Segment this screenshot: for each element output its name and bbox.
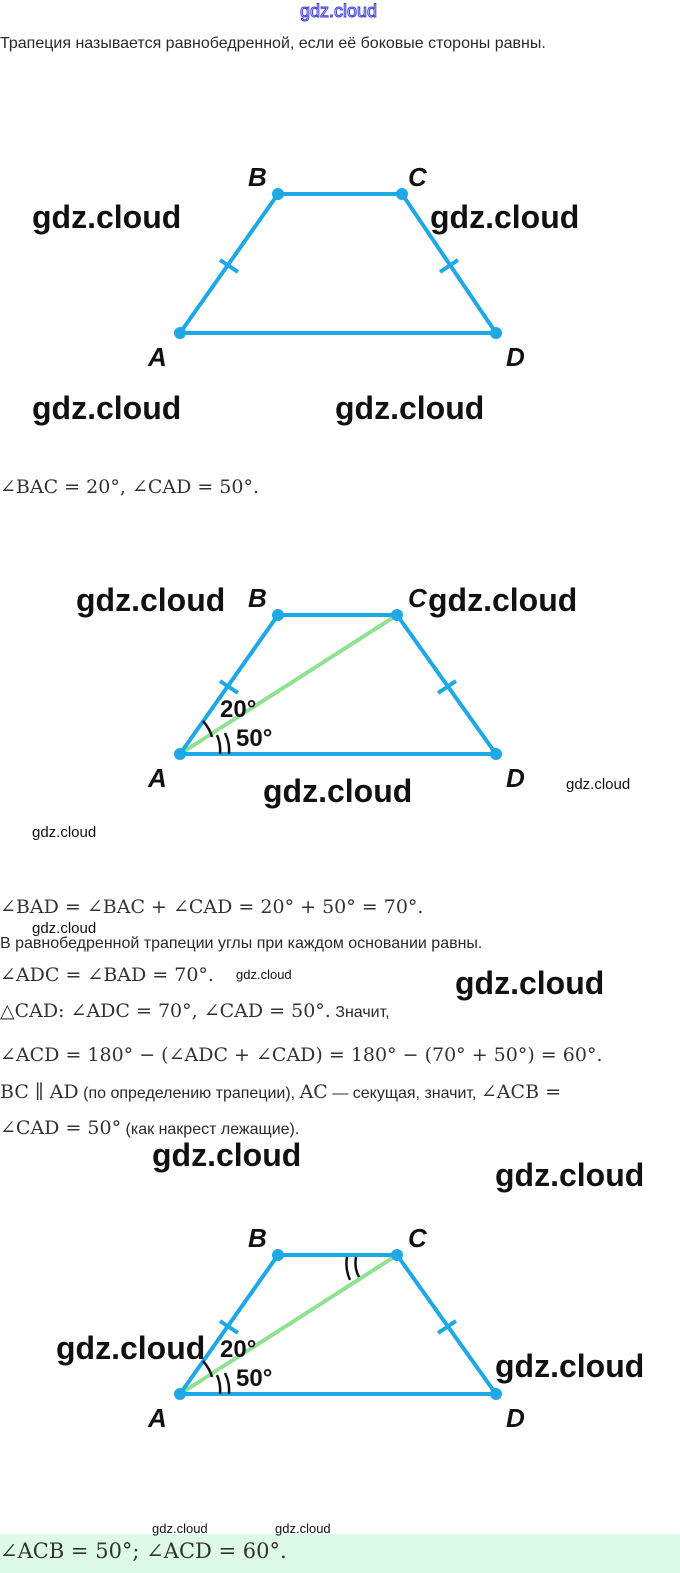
angle-label-50: 50° [236,1365,272,1392]
vertex-c [396,188,408,200]
label-c: C [408,162,428,192]
watermark: gdz.cloud [428,582,578,618]
watermark: gdz.cloud [495,1157,645,1193]
secant-math: AC [299,1081,328,1103]
step-triangle: △CAD: ∠ADC = 70°, ∠CAD = 50°. Значит, [0,1002,390,1021]
angle-arc-50-2 [223,732,231,755]
label-b: B [248,583,267,613]
watermark: gdz.cloud [335,390,485,426]
trapezoid-figure-1: B C A D [147,162,525,372]
trapezoid-figure-3: 20° 50° B C A D [147,1223,525,1433]
equal-tick-ab [218,258,240,274]
angle-arc-acb-1 [345,1256,352,1281]
diagonal-ac [178,1253,399,1396]
label-c: C [408,1223,428,1253]
step-adc: ∠ADC = ∠BAD = 70°. [0,964,214,986]
step-property: В равнобедренной трапеции углы при каждо… [0,935,483,952]
equal-tick-cd [438,258,460,274]
watermark: gdz.cloud [455,965,605,1001]
diagonal-ac [178,613,399,756]
label-b: B [248,162,267,192]
acb-math: ∠ACB = [480,1081,561,1103]
vertex-a [174,327,186,339]
watermark: gdz.cloud [566,776,631,793]
watermark: gdz.cloud [76,582,226,618]
watermark: gdz.cloud [32,390,182,426]
secant-text: — секущая, значит, [332,1085,477,1102]
watermark: gdz.cloud [495,1348,645,1384]
angle-label-20: 20° [220,696,256,723]
watermark: gdz.cloud [152,1137,302,1173]
watermark: gdz.cloud [152,1521,208,1536]
angle-arc-20 [202,720,214,738]
label-b: B [248,1223,267,1253]
label-a: A [147,1403,167,1433]
watermark: gdz.cloud [236,967,292,982]
definition-text: Трапеция называется равнобедренной, если… [0,35,546,52]
watermark: gdz.cloud [263,773,413,809]
label-d: D [506,763,525,793]
step-triangle-math: △CAD: ∠ADC = 70°, ∠CAD = 50°. [0,1000,331,1022]
vertex-d [490,327,502,339]
angle-arc-acb-2 [354,1256,361,1278]
watermark: gdz.cloud [430,199,580,235]
watermark: gdz.cloud [32,199,182,235]
angle-label-20: 20° [220,1336,256,1363]
watermark: gdz.cloud [56,1330,206,1366]
watermark: gdz.cloud [32,920,97,937]
angle-arc-50-1 [215,734,222,755]
step-triangle-text: Значит, [335,1004,390,1021]
angle-label-50: 50° [236,725,272,752]
label-d: D [506,342,525,372]
step-alternate: ∠CAD = 50° (как накрест лежащие). [0,1119,299,1138]
watermark: gdz.cloud [299,1,378,21]
cad-math: ∠CAD = 50° [0,1117,122,1139]
step-parallel: BC ∥ AD (по определению трапеции), AC — … [0,1083,561,1102]
answer: ∠ACB = 50°; ∠ACD = 60°. [0,1539,287,1563]
alternate-text: (как накрест лежащие). [125,1121,300,1138]
step-acd: ∠ACD = 180° − (∠ADC + ∠CAD) = 180° − (70… [0,1044,603,1066]
watermark: gdz.cloud [275,1521,331,1536]
watermark: gdz.cloud [32,824,97,841]
parallel-text: (по определению трапеции), [83,1085,296,1102]
label-a: A [147,342,167,372]
label-a: A [147,763,167,793]
label-c: C [408,583,428,613]
vertex-b [272,188,284,200]
step-bad: ∠BAD = ∠BAC + ∠CAD = 20° + 50° = 70°. [0,896,424,918]
given-angles: ∠BAC = 20°, ∠CAD = 50°. [0,476,260,498]
trapezoid-figure-2: 20° 50° B C A D [147,583,525,793]
answer-band [0,1534,680,1573]
parallel-math: BC ∥ AD [0,1081,79,1103]
label-d: D [506,1403,525,1433]
